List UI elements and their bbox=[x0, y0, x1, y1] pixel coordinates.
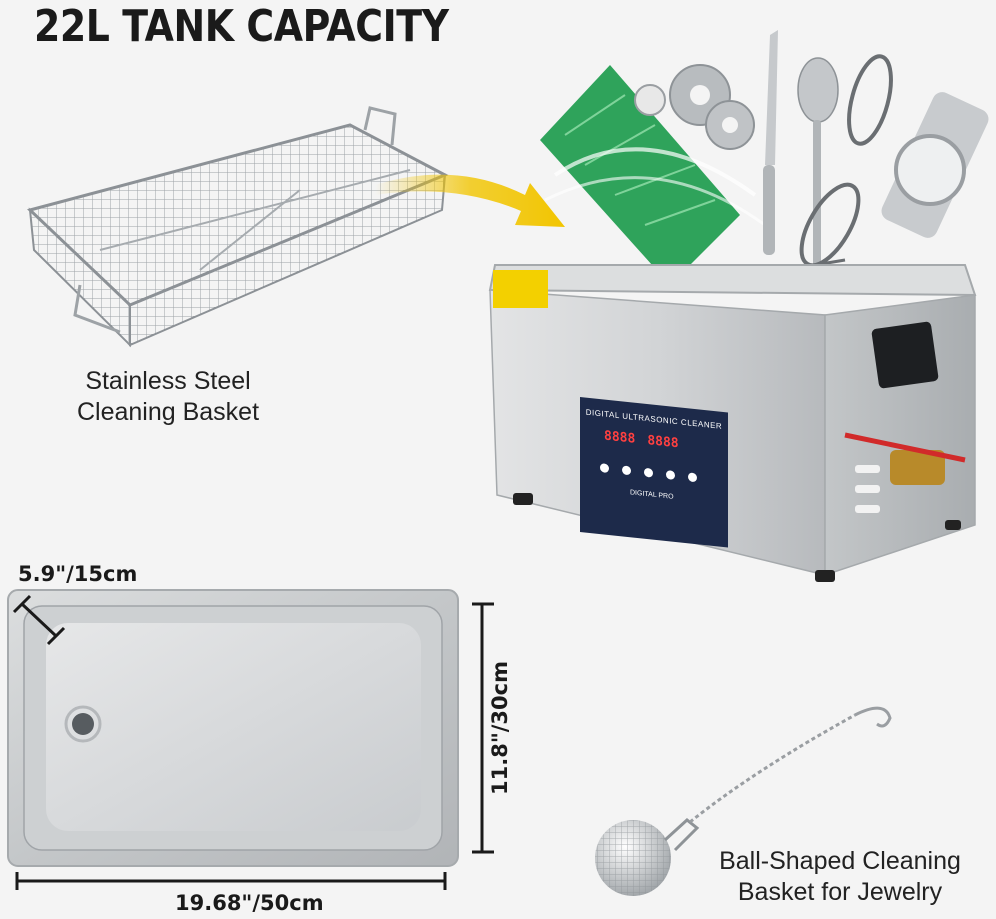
time-button[interactable] bbox=[622, 465, 631, 476]
steel-tray-image bbox=[6, 588, 461, 870]
jewelry-caption-line1: Ball-Shaped Cleaning bbox=[719, 847, 961, 875]
timer-display: 8888 bbox=[604, 428, 636, 447]
warning-label bbox=[493, 270, 548, 308]
basket-caption: Stainless Steel Cleaning Basket bbox=[50, 366, 286, 428]
drain-valve-icon bbox=[844, 432, 966, 485]
depth-dimension-label: 5.9"/15cm bbox=[18, 562, 138, 586]
jewelry-caption: Ball-Shaped Cleaning Basket for Jewelry bbox=[700, 846, 980, 908]
degas-button[interactable] bbox=[666, 470, 675, 480]
jewelry-caption-line2: Basket for Jewelry bbox=[737, 878, 943, 906]
wire-basket-image bbox=[20, 100, 460, 360]
depth-marker bbox=[10, 592, 70, 652]
basket-caption-line2: Cleaning Basket bbox=[76, 398, 260, 426]
basket-caption-line1: Stainless Steel bbox=[85, 367, 251, 395]
length-marker bbox=[15, 870, 447, 892]
ultrasonic-cleaner-image bbox=[485, 25, 996, 585]
page-title: 22L TANK CAPACITY bbox=[34, 1, 449, 52]
length-dimension-label: 19.68"/50cm bbox=[175, 891, 324, 915]
heat-button[interactable] bbox=[644, 467, 653, 478]
wristwatch-icon bbox=[881, 92, 989, 238]
width-marker bbox=[470, 602, 500, 854]
start-button[interactable] bbox=[688, 472, 697, 483]
width-dimension-label: 11.8"/30cm bbox=[488, 661, 512, 795]
power-button[interactable] bbox=[600, 463, 609, 474]
control-panel: DIGITAL ULTRASONIC CLEANER 8888 8888 DIG… bbox=[580, 397, 728, 548]
circuit-board-icon bbox=[540, 65, 740, 285]
arrow-icon bbox=[375, 165, 585, 245]
drain-hole-icon bbox=[72, 713, 94, 735]
ball-basket-image bbox=[585, 700, 905, 900]
handle-icon bbox=[871, 321, 939, 389]
temperature-display: 8888 bbox=[647, 433, 679, 452]
